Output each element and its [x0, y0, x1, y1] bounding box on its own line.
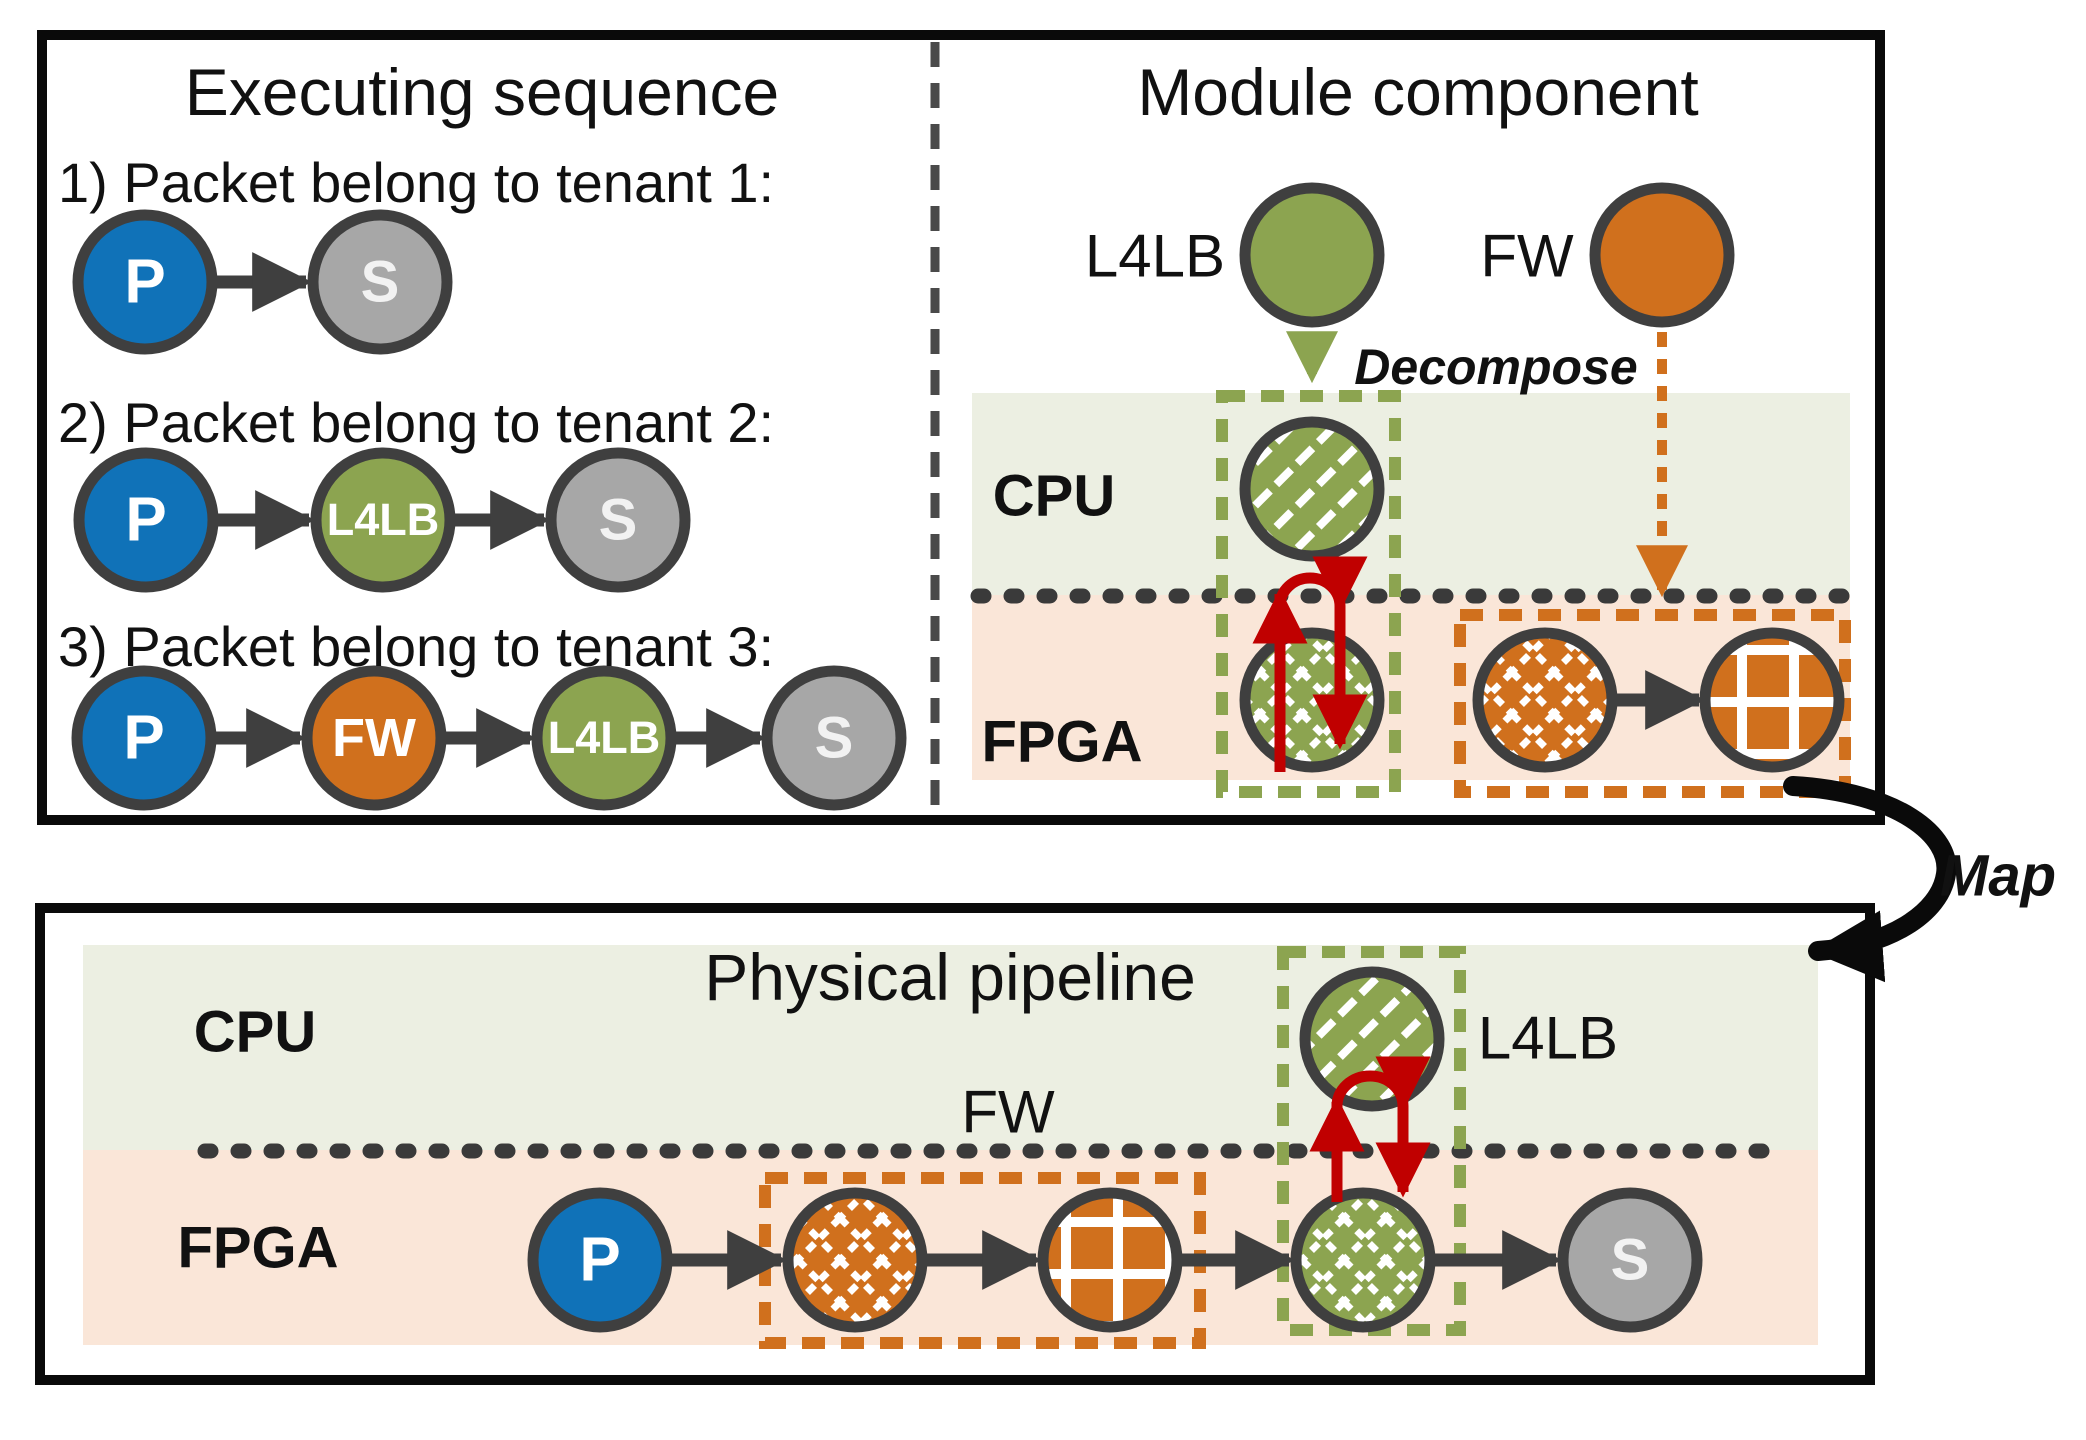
pipeline-sink-node [1557, 1187, 1703, 1333]
physical-pipeline-title: Physical pipeline [704, 940, 1196, 1014]
module-l4lb-caption: L4LB [1084, 222, 1226, 290]
map-curved-arrow [1783, 776, 1957, 983]
pipeline-packet-node [527, 1187, 673, 1333]
row2-l4lb-node [310, 447, 456, 593]
row1-packet-node [72, 209, 218, 355]
pipeline-l4lb-fpga-part-node [1290, 1187, 1436, 1333]
row2-l4lb-label: L4LB [326, 494, 440, 545]
row2-packet-label: P [125, 485, 167, 555]
row1-sink-label: S [360, 249, 400, 315]
tenant3-row-label: 3) Packet belong to tenant 3: [58, 615, 775, 678]
module-fw-dashed-box [1454, 609, 1851, 798]
pipeline-fpga-zone-label: FPGA [177, 1215, 339, 1281]
row3-sink-node [761, 665, 907, 811]
executing-sequence-title: Executing sequence [184, 55, 780, 129]
module-cpu-zone [972, 393, 1850, 595]
pipeline-packet-label: P [579, 1225, 621, 1295]
module-fw-fpga-part2-node [1699, 627, 1845, 773]
row3-packet-label: P [123, 703, 165, 773]
module-l4lb-node [1239, 182, 1385, 328]
module-fpga-zone-label: FPGA [981, 709, 1143, 775]
row2-packet-node [73, 447, 219, 593]
row3-fw-label: FW [332, 708, 416, 768]
pipeline-l4lb-caption: L4LB [1477, 1004, 1619, 1072]
pipeline-cpu-zone-label: CPU [193, 999, 317, 1065]
pipeline-cpu-zone [83, 945, 1818, 1150]
pipeline-fw-part2-node [1037, 1187, 1183, 1333]
module-component-title: Module component [1137, 55, 1699, 129]
module-l4lb-cpu-part-node [1239, 416, 1385, 562]
pipeline-red-loop-arc [1331, 1056, 1431, 1112]
row3-fw-node [301, 665, 447, 811]
row1-packet-label: P [124, 247, 166, 317]
top-panel-border [37, 30, 1885, 825]
module-fw-node [1589, 182, 1735, 328]
row3-l4lb-node [531, 665, 677, 811]
pipeline-fpga-zone [83, 1150, 1818, 1345]
module-l4lb-dashed-box [1216, 390, 1401, 798]
pipeline-fw-part1-node [782, 1187, 928, 1333]
module-fw-fpga-part1-node [1472, 627, 1618, 773]
map-label: Map [1940, 843, 2056, 909]
row1-sink-node [307, 209, 453, 355]
pipeline-l4lb-cpu-part-node [1299, 966, 1445, 1112]
row2-sink-node [545, 447, 691, 593]
row2-sink-label: S [598, 487, 638, 553]
module-fw-caption: FW [1480, 222, 1574, 290]
module-cpu-zone-label: CPU [992, 463, 1116, 529]
row3-packet-node [71, 665, 217, 811]
decompose-label: Decompose [1354, 339, 1638, 395]
tenant2-row-label: 2) Packet belong to tenant 2: [58, 391, 775, 454]
pipeline-fw-caption: FW [961, 1078, 1055, 1146]
tenant1-row-label: 1) Packet belong to tenant 1: [58, 151, 775, 214]
pipeline-sink-label: S [1610, 1227, 1650, 1293]
row3-sink-label: S [814, 705, 854, 771]
row3-l4lb-label: L4LB [547, 712, 661, 763]
module-l4lb-fpga-part-node [1239, 627, 1385, 773]
bottom-panel-border [35, 903, 1875, 1385]
